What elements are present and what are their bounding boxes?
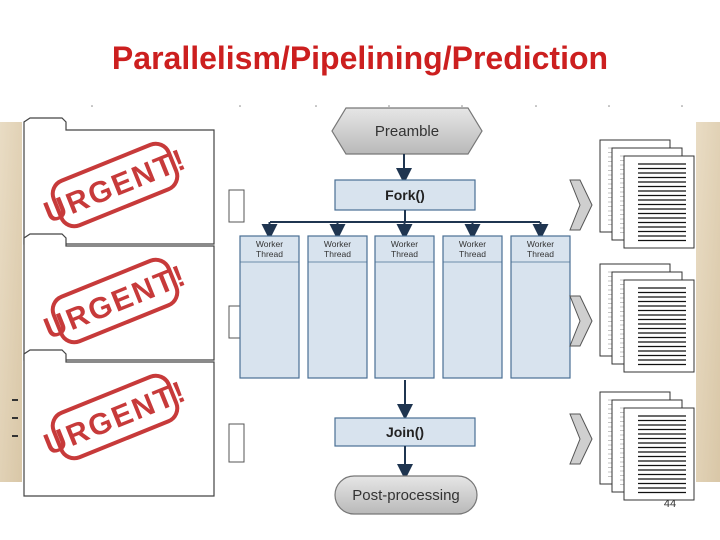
doc-icon-left-1 — [228, 189, 245, 223]
join-node: Join() — [334, 417, 476, 447]
urgent-folder: URGENT! — [23, 117, 215, 245]
worker-thread-label: Worker — [256, 239, 283, 249]
preamble-node: Preamble — [331, 107, 483, 155]
preamble-label: Preamble — [375, 123, 439, 140]
worker-threads: WorkerThreadWorkerThreadWorkerThreadWork… — [239, 235, 571, 379]
fork-branches — [270, 210, 540, 223]
fork-node: Fork() — [334, 179, 476, 211]
chevron-right-icons — [569, 179, 593, 465]
worker-thread-label: Worker — [527, 239, 554, 249]
ruler-dots — [91, 105, 683, 107]
urgent-folder: URGENT! — [23, 233, 215, 361]
post-processing-node: Post-processing — [334, 475, 478, 515]
doc-icon-left-3 — [228, 423, 245, 463]
join-label: Join() — [386, 424, 424, 440]
fork-label: Fork() — [385, 187, 425, 203]
worker-thread-label: Thread — [256, 249, 283, 259]
worker-thread-label: Worker — [459, 239, 486, 249]
parchment-right — [696, 122, 720, 482]
worker-thread-label: Thread — [324, 249, 351, 259]
parchment-left — [0, 122, 22, 482]
document-stack — [599, 263, 695, 373]
document-stack — [599, 139, 695, 249]
worker-thread-label: Worker — [391, 239, 418, 249]
worker-thread-label: Thread — [459, 249, 486, 259]
worker-thread-label: Worker — [324, 239, 351, 249]
document-stacks — [599, 139, 695, 501]
urgent-folder: URGENT! — [23, 349, 215, 497]
worker-thread-label: Thread — [391, 249, 418, 259]
page-number: 44 — [663, 498, 677, 510]
branch-arrows — [261, 222, 549, 240]
slide-title: Parallelism/Pipelining/Prediction — [111, 40, 609, 76]
worker-thread-label: Thread — [527, 249, 554, 259]
post-processing-label: Post-processing — [352, 487, 460, 504]
document-stack — [599, 391, 695, 501]
parchment-left-marks — [12, 399, 18, 437]
